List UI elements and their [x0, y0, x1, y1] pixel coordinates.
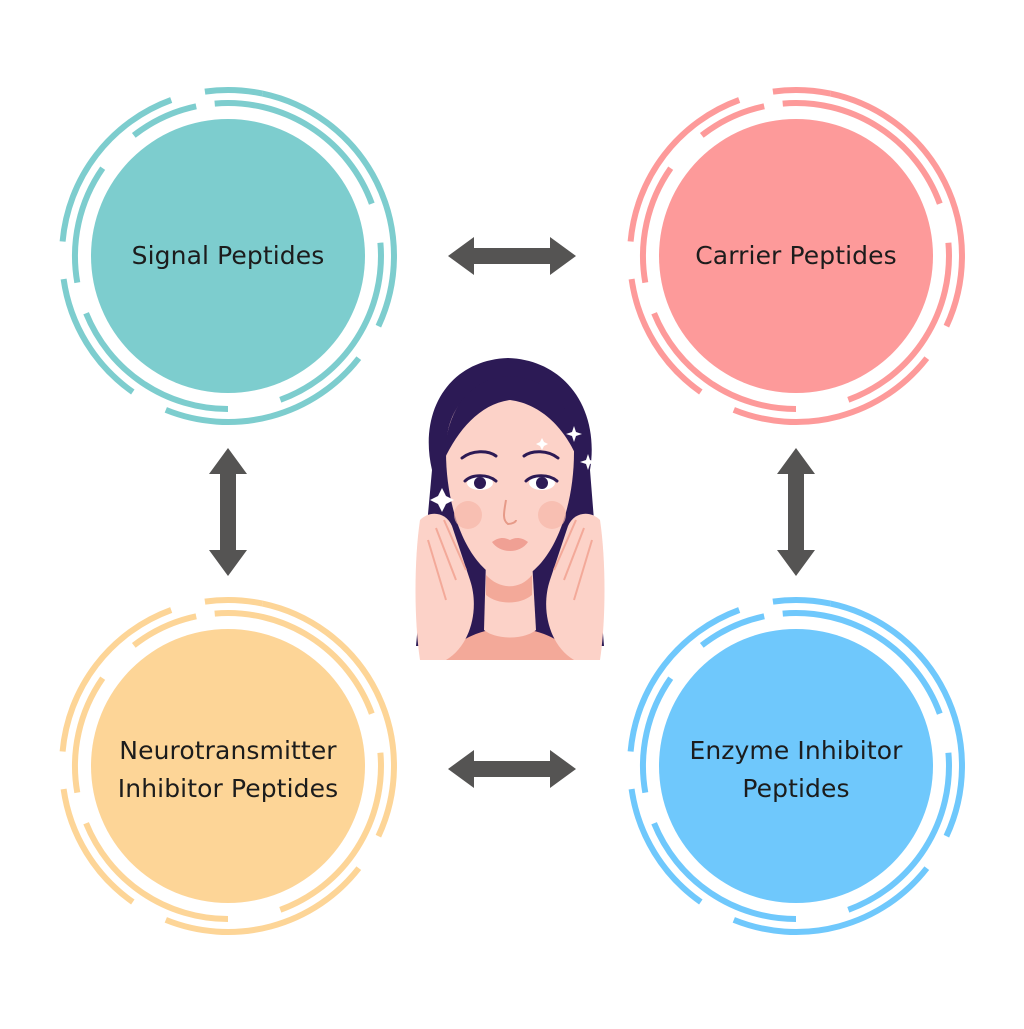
enzyme-ring-arcs	[627, 597, 965, 935]
connector-carrier-enzyme	[777, 448, 815, 576]
enzyme-label-line-2: Peptides	[742, 774, 850, 803]
carrier-outer-arc-2	[628, 278, 703, 395]
enzyme-inner-arc-2	[651, 822, 797, 922]
neurotransmitter-label-line-1: Neurotransmitter	[119, 736, 337, 765]
carrier-ring-arcs	[627, 87, 965, 425]
enzyme-inner-arc-1	[847, 752, 952, 913]
connector-signal-neurotransmitter	[209, 448, 247, 576]
neurotransmitter-outer-arc-4	[204, 597, 264, 607]
signal-circle	[91, 119, 365, 393]
enzyme-inner-arc-4	[699, 613, 765, 648]
node-neurotransmitter	[59, 597, 397, 935]
neurotransmitter-inner-arc-3	[72, 676, 106, 794]
carrier-inner-arc-1	[847, 242, 952, 403]
signal-ring-arcs	[59, 87, 397, 425]
carrier-outer-arc-3	[627, 97, 741, 242]
carrier-inner-arc-2	[651, 312, 797, 412]
neurotransmitter-inner-arc-0	[214, 610, 375, 715]
carrier-outer-arc-4	[772, 87, 832, 97]
woman-skincare-illustration	[415, 358, 605, 660]
neurotransmitter-circle	[91, 629, 365, 903]
signal-inner-arc-4	[131, 103, 197, 138]
enzyme-circle	[659, 629, 933, 903]
signal-outer-arc-3	[59, 97, 173, 242]
enzyme-inner-arc-0	[782, 610, 943, 715]
node-label-signal: Signal Peptides	[98, 216, 358, 296]
signal-outer-arc-1	[164, 356, 362, 425]
enzyme-label-line-1: Enzyme Inhibitor	[689, 736, 903, 765]
signal-label-line-1: Signal Peptides	[131, 241, 325, 270]
neurotransmitter-outer-arc-0	[261, 600, 397, 838]
neurotransmitter-inner-arc-2	[83, 822, 229, 922]
enzyme-outer-arc-1	[732, 866, 930, 935]
signal-outer-arc-0	[261, 90, 397, 328]
enzyme-outer-arc-2	[628, 788, 703, 905]
carrier-circle	[659, 119, 933, 393]
neurotransmitter-inner-arc-4	[131, 613, 197, 648]
signal-outer-arc-4	[204, 87, 264, 97]
signal-outer-arc-2	[60, 278, 135, 395]
carrier-inner-arc-0	[782, 100, 943, 205]
neurotransmitter-ring-arcs	[59, 597, 397, 935]
carrier-inner-arc-4	[699, 103, 765, 138]
connector-neurotransmitter-enzyme	[448, 750, 576, 788]
node-label-neurotransmitter: Neurotransmitter Inhibitor Peptides	[88, 730, 368, 810]
signal-inner-arc-1	[279, 242, 384, 403]
signal-inner-arc-3	[72, 166, 106, 284]
node-carrier	[627, 87, 965, 425]
neurotransmitter-outer-arc-3	[59, 607, 173, 752]
signal-inner-arc-2	[83, 312, 229, 412]
node-label-enzyme: Enzyme Inhibitor Peptides	[656, 730, 936, 810]
enzyme-outer-arc-4	[772, 597, 832, 607]
node-label-carrier: Carrier Peptides	[666, 216, 926, 296]
carrier-inner-arc-3	[640, 166, 674, 284]
neurotransmitter-outer-arc-2	[60, 788, 135, 905]
node-signal	[59, 87, 397, 425]
signal-inner-arc-0	[214, 100, 375, 205]
node-enzyme	[627, 597, 965, 935]
enzyme-outer-arc-3	[627, 607, 741, 752]
neurotransmitter-inner-arc-1	[279, 752, 384, 913]
carrier-label-line-1: Carrier Peptides	[695, 241, 897, 270]
carrier-outer-arc-0	[829, 90, 965, 328]
connector-signal-carrier	[448, 237, 576, 275]
neurotransmitter-label-line-2: Inhibitor Peptides	[117, 774, 339, 803]
enzyme-inner-arc-3	[640, 676, 674, 794]
enzyme-outer-arc-0	[829, 600, 965, 838]
carrier-outer-arc-1	[732, 356, 930, 425]
neurotransmitter-outer-arc-1	[164, 866, 362, 935]
